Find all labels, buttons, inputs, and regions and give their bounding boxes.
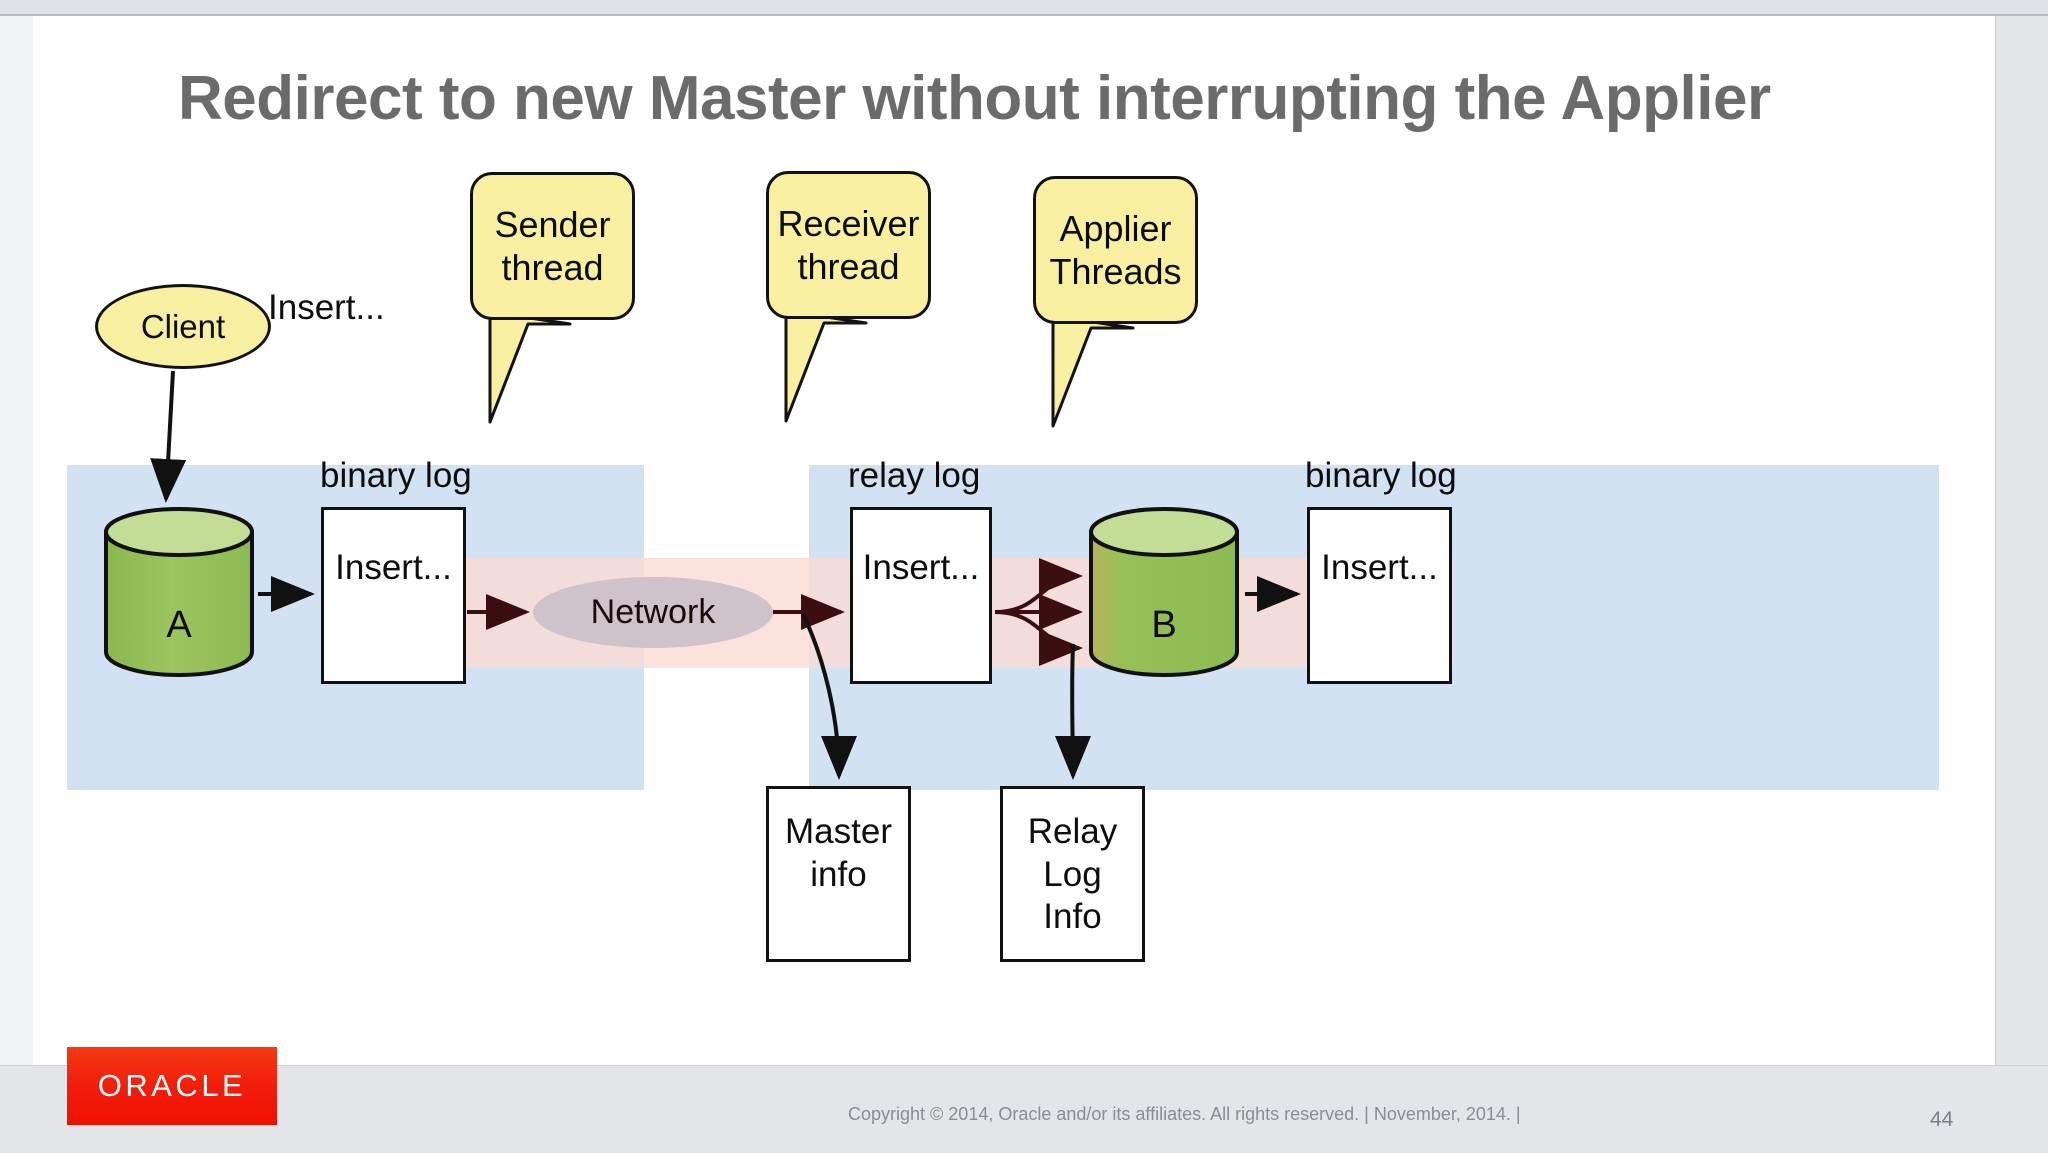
callout-sender-line-2: thread [501,247,604,288]
relay-log-info-label: Relay Log Info [1027,812,1118,937]
slave-binary-log-box[interactable]: Insert... [1307,507,1452,684]
master-binary-log-content: Insert... [335,548,452,587]
database-a-shape [104,507,254,677]
callout-applier-line-2: Threads [1049,251,1182,292]
database-b[interactable]: B [1088,506,1240,678]
master-info-label: Master info [785,812,892,894]
slide-canvas: Redirect to new Master without interrupt… [33,16,1995,1152]
callout-applier-line-1: Applier [1059,207,1172,249]
slide-footer [0,1065,2048,1153]
callout-receiver-bubble: Receiver thread [766,171,931,319]
relay-log-info-box[interactable]: Relay Log Info [1000,786,1145,962]
callout-sender-tail [488,310,572,424]
slave-binary-log-caption: binary log [1305,456,1457,495]
viewer-right-scroll-gutter[interactable] [1995,16,2048,1152]
network-label: Network [590,593,716,631]
relay-log-box[interactable]: Insert... [850,507,992,684]
page-number: 44 [1930,1108,1954,1131]
database-b-shape [1089,507,1239,677]
oracle-wordmark: ORACLE [97,1068,247,1103]
viewer-top-bar [0,0,2048,16]
relay-log-caption: relay log [848,456,981,495]
page-title: Redirect to new Master without interrupt… [178,64,1771,133]
callout-receiver-line-2: thread [797,246,900,287]
viewer-left-gutter [0,16,33,1152]
callout-receiver-thread[interactable]: Receiver thread [766,171,931,423]
callout-applier-tail [1051,314,1135,428]
callout-sender-thread[interactable]: Sender thread [470,172,635,424]
master-info-box[interactable]: Master info [766,786,911,962]
callout-applier-bubble: Applier Threads [1033,176,1198,324]
callout-applier-threads[interactable]: Applier Threads [1033,176,1198,428]
slave-binary-log-content: Insert... [1321,548,1438,587]
master-binary-log-caption: binary log [320,456,472,495]
client-insert-caption: Insert... [268,288,385,327]
copyright-notice: Copyright © 2014, Oracle and/or its affi… [848,1104,1521,1124]
callout-receiver-line-1: Receiver [777,202,920,244]
callout-sender-bubble: Sender thread [470,172,635,320]
database-a[interactable]: A [103,506,255,678]
client-label: Client [140,307,226,345]
network-node: Network [533,577,773,648]
relay-log-content: Insert... [862,548,980,587]
oracle-logo: ORACLE [67,1047,277,1125]
client-node[interactable]: Client [95,284,271,369]
callout-sender-line-1: Sender [494,203,611,245]
callout-receiver-tail [784,309,868,423]
master-binary-log-box[interactable]: Insert... [321,507,466,684]
